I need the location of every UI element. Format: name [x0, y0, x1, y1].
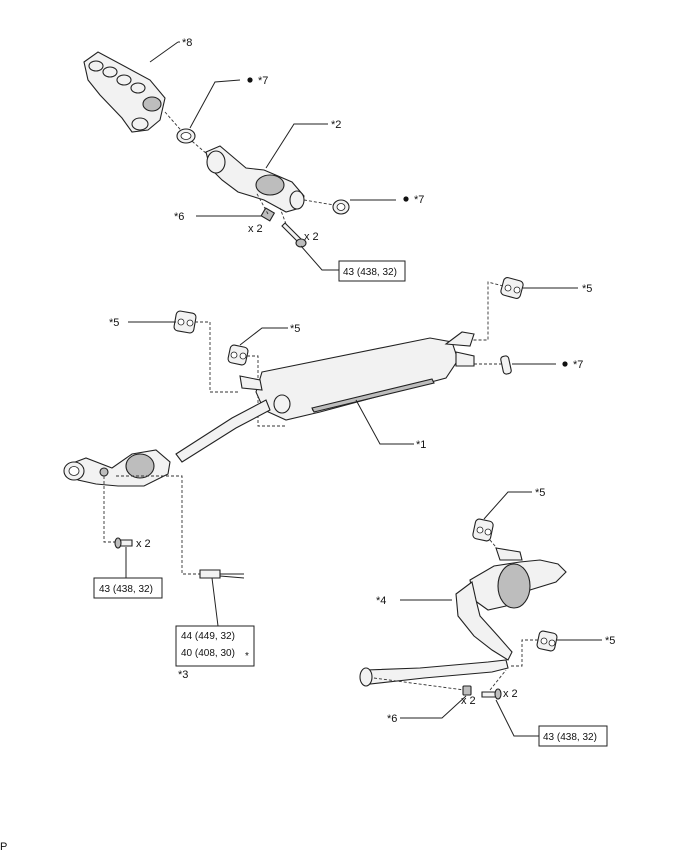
- callout-5-upper-right: *5: [582, 283, 592, 295]
- callout-2: *2: [331, 119, 341, 131]
- callout-8: *8: [182, 37, 192, 49]
- bolt: [281, 222, 307, 248]
- qty-x2-stud-upper: x 2: [248, 223, 263, 235]
- hanger-tail-lower: [536, 630, 558, 652]
- callout-3: *3: [178, 669, 188, 681]
- new-part-dot-icon: [403, 196, 409, 202]
- tail-exhaust-pipe: [359, 547, 567, 687]
- new-part-dot-icon: [247, 77, 253, 83]
- callout-5-tail-upper: *5: [535, 487, 545, 499]
- torque-box-1: [338, 260, 406, 282]
- hanger-tail-upper: [472, 518, 494, 542]
- gasket-rear: [500, 355, 512, 375]
- exhaust-manifold: [83, 51, 166, 133]
- callout-6-lower: *6: [387, 713, 397, 725]
- callout-6-upper: *6: [174, 211, 184, 223]
- stud-bolt: [462, 685, 472, 696]
- new-part-dot-icon: [562, 361, 568, 367]
- bolt: [481, 688, 502, 700]
- callout-7-right: *7: [414, 194, 424, 206]
- torque-value-2: 43 (438, 32): [99, 584, 153, 595]
- hanger-upper-right: [500, 277, 524, 299]
- torque-box-2: [93, 577, 163, 599]
- callout-7-rear: *7: [573, 359, 583, 371]
- torque-value-3a: 44 (449, 32): [181, 631, 235, 642]
- oxygen-sensor: [199, 569, 245, 579]
- torque-value-4: 43 (438, 32): [543, 732, 597, 743]
- front-catalytic-converter: [63, 449, 171, 487]
- callout-4: *4: [376, 595, 386, 607]
- bolt: [114, 537, 133, 549]
- callout-1: *1: [416, 439, 426, 451]
- torque-value-1: 43 (438, 32): [343, 267, 397, 278]
- callout-5-left: *5: [109, 317, 119, 329]
- qty-x2-bolt-lower: x 2: [503, 688, 518, 700]
- qty-x2-bolt-left: x 2: [136, 538, 151, 550]
- callout-7-upper: *7: [258, 75, 268, 87]
- qty-x2-bolt-upper: x 2: [304, 231, 319, 243]
- torque-box-3: [175, 625, 255, 667]
- stud-bolt: [260, 207, 276, 222]
- hanger-middle: [227, 344, 249, 366]
- gasket-right: [332, 199, 350, 215]
- torque-note-star: *: [245, 651, 249, 662]
- gasket-upper: [176, 128, 196, 144]
- corner-mark: P: [0, 841, 7, 852]
- callout-5-middle: *5: [290, 323, 300, 335]
- front-exhaust-pipe: [205, 145, 305, 213]
- center-exhaust-pipe-muffler: [175, 331, 475, 463]
- torque-box-4: [538, 725, 608, 747]
- hanger-left: [173, 310, 197, 334]
- torque-value-3b: 40 (408, 30): [181, 648, 235, 659]
- qty-x2-stud-lower: x 2: [461, 695, 476, 707]
- callout-5-tail-lower: *5: [605, 635, 615, 647]
